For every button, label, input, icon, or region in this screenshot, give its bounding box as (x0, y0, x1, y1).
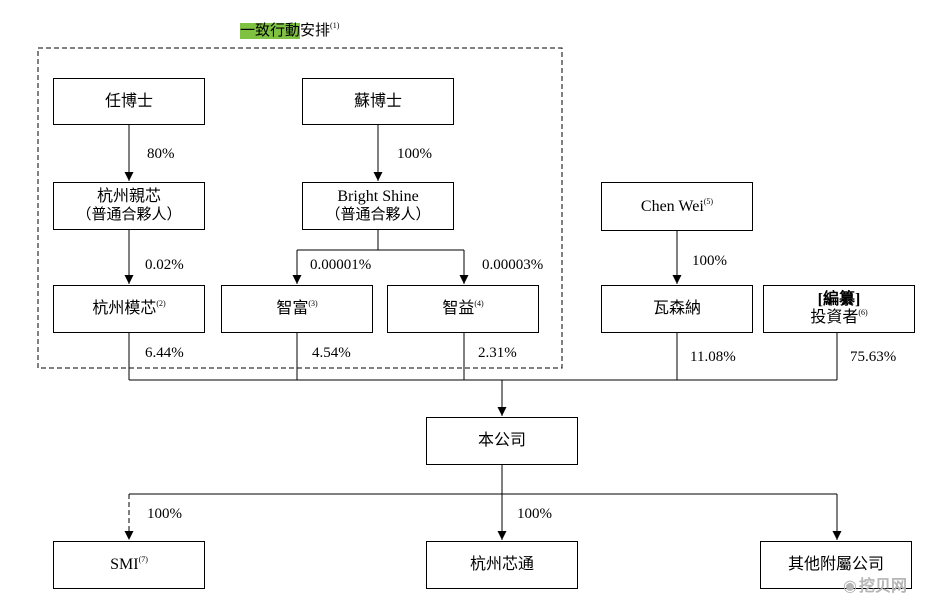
node-zhifu: 智富(3) (221, 285, 373, 333)
watermark: ◉挖贝网 (843, 572, 907, 596)
pct-wasenna-company: 11.08% (690, 349, 736, 365)
node-label-row: 智富(3) (276, 300, 317, 318)
node-sublabel: 投資者 (810, 309, 859, 326)
node-other-subsidiaries: 其他附屬公司 (760, 541, 912, 589)
node-label: 其他附屬公司 (787, 556, 884, 573)
node-hangzhou-moxin: 杭州模芯(2) (53, 285, 205, 333)
watermark-text: 挖贝网 (858, 576, 907, 595)
node-label: 蘇博士 (353, 92, 402, 110)
pct-investors-company: 75.63% (850, 349, 897, 365)
node-label-row: 智益(4) (442, 300, 483, 318)
node-smi: SMI(7) (53, 541, 205, 589)
node-chen-wei: Chen Wei(5) (601, 182, 753, 231)
pct-company-xintong: 100% (517, 506, 552, 522)
node-note: (2) (156, 299, 166, 308)
edge-shareholder-bus (128, 333, 838, 381)
node-zhiyi: 智益(4) (387, 285, 539, 333)
pct-qinxin-moxin: 0.02% (145, 257, 184, 273)
node-note: (7) (138, 555, 148, 564)
pct-su-bright: 100% (397, 146, 432, 162)
node-label: 任博士 (104, 92, 153, 110)
concert-title-note: (1) (330, 21, 340, 30)
edge-bright-split (297, 230, 464, 251)
pct-zhifu-company: 4.54% (312, 345, 351, 361)
node-label: 杭州親芯 (96, 188, 161, 205)
node-label: Chen Wei (640, 197, 704, 215)
node-note: (6) (858, 308, 868, 317)
concert-title-rest: 安排 (300, 23, 331, 39)
pct-moxin-company: 6.44% (145, 345, 184, 361)
node-dr-ren: 任博士 (53, 78, 205, 125)
edge-company-bus (129, 465, 837, 495)
pct-bright-zhifu: 0.00001% (310, 257, 372, 273)
node-label: 杭州模芯 (92, 300, 157, 317)
node-note: (3) (308, 299, 318, 308)
node-label-row: 投資者(6) (810, 309, 867, 327)
node-label-row: Chen Wei(5) (640, 196, 714, 216)
node-sublabel: （普通合夥人） (76, 207, 182, 223)
node-label-row: 杭州模芯(2) (92, 300, 165, 318)
node-redacted-investors: [編纂] 投資者(6) (763, 285, 915, 333)
node-company: 本公司 (426, 417, 578, 465)
node-label: 杭州芯通 (469, 556, 534, 573)
node-wasenna: 瓦森納 (601, 285, 753, 333)
concert-group-title: 一致行動安排(1) (240, 22, 339, 40)
node-label: 智富 (276, 300, 309, 317)
concert-title-highlight: 一致行動 (240, 23, 301, 39)
pct-company-smi: 100% (147, 506, 182, 522)
pct-bright-zhiyi: 0.00003% (482, 257, 544, 273)
pct-chen-wasenna: 100% (692, 253, 727, 269)
node-sublabel: （普通合夥人） (325, 207, 431, 223)
node-label-row: SMI(7) (110, 556, 148, 574)
node-label: [編纂] (817, 291, 861, 308)
node-note: (5) (703, 196, 714, 206)
pct-ren-qinxin: 80% (147, 146, 175, 162)
node-dr-su: 蘇博士 (302, 78, 454, 125)
node-hangzhou-qinxin: 杭州親芯 （普通合夥人） (53, 182, 205, 230)
node-label: 智益 (442, 300, 475, 317)
node-label: SMI (110, 556, 139, 573)
node-bright-shine: Bright Shine （普通合夥人） (302, 182, 454, 230)
node-label: Bright Shine (337, 188, 419, 205)
pct-zhiyi-company: 2.31% (478, 345, 517, 361)
node-hangzhou-xintong: 杭州芯通 (426, 541, 578, 589)
concert-group-border (37, 47, 563, 369)
weibo-icon: ◉ (843, 576, 857, 595)
node-note: (4) (474, 299, 484, 308)
node-label: 瓦森納 (652, 300, 701, 317)
node-label: 本公司 (477, 432, 526, 449)
